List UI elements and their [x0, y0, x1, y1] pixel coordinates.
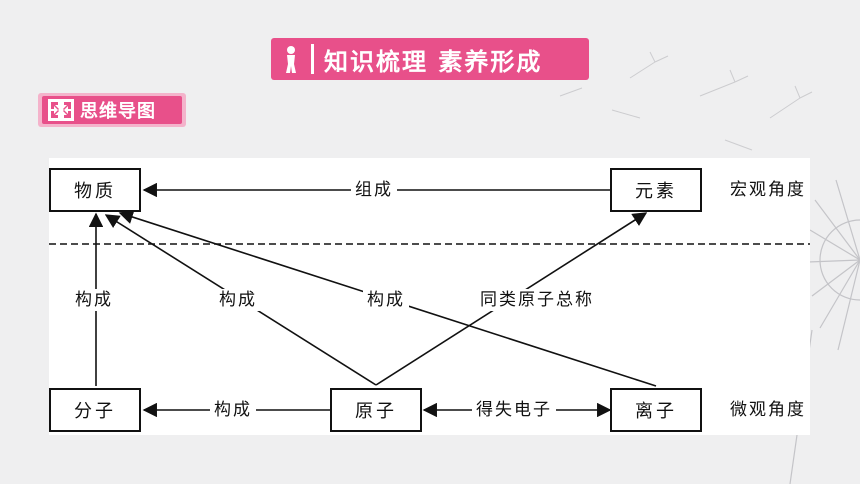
label-ion-to-substance: 构成 — [363, 289, 409, 311]
label-molecule-to-substance: 构成 — [71, 289, 117, 311]
label-element-to-substance: 组成 — [351, 179, 397, 201]
banner-divider — [311, 44, 314, 74]
label-atom-to-molecule: 构成 — [210, 399, 256, 421]
node-atom: 原子 — [330, 388, 422, 432]
reading-person-icon — [271, 38, 311, 80]
page-title: 知识梳理 素养形成 — [324, 47, 543, 76]
label-atom-ion: 得失电子 — [472, 399, 556, 421]
mind-map-badge: 思维导图 — [38, 93, 186, 127]
macro-level-label: 宏观角度 — [730, 180, 806, 200]
node-ion: 离子 — [610, 388, 702, 432]
label-atom-to-substance: 构成 — [215, 289, 261, 311]
node-substance: 物质 — [49, 168, 141, 212]
node-molecule: 分子 — [49, 388, 141, 432]
micro-level-label: 微观角度 — [730, 400, 806, 420]
arrows-converge-icon — [42, 96, 80, 124]
section-label: 思维导图 — [80, 101, 156, 122]
node-element: 元素 — [610, 168, 702, 212]
label-atom-to-element: 同类原子总称 — [476, 289, 598, 311]
section-title-banner: 知识梳理 素养形成 — [271, 38, 589, 80]
